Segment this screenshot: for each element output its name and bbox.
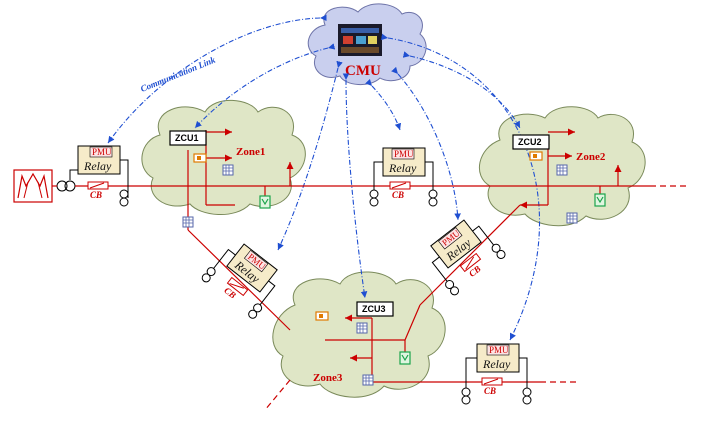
zone2-generator-icon (529, 151, 543, 161)
cb-label: CB (90, 190, 102, 200)
zone1-switch-icon (259, 195, 271, 209)
zone3-cloud (272, 271, 446, 398)
zone2-switch-icon (594, 193, 606, 207)
zone3-meter-icon (362, 374, 374, 386)
relay-unit-4[interactable]: PMU Relay CB (421, 213, 508, 297)
cb-label: CB (484, 386, 496, 396)
zcu2-box[interactable]: ZCU2 (512, 134, 550, 150)
relay-unit-2[interactable]: PMU Relay CB (369, 147, 438, 207)
zone1-meter-icon (182, 216, 194, 228)
relay-unit-5[interactable]: PMU Relay CB (461, 343, 532, 405)
pmu-label: PMU (394, 149, 414, 159)
relay-unit-1[interactable]: PMU Relay CB (69, 145, 129, 207)
zone1-label: Zone1 (236, 146, 265, 158)
pmu-label: PMU (489, 345, 509, 355)
zcu3-box[interactable]: ZCU3 (356, 301, 394, 317)
zone1-generator-icon (193, 153, 207, 163)
zone1-meter-icon (222, 164, 234, 176)
generation-source-icon (13, 169, 53, 203)
zone3-generator-icon (315, 311, 329, 321)
zcu3-label: ZCU3 (362, 304, 386, 314)
zone2-meter-icon (566, 212, 578, 224)
relay-label: Relay (388, 161, 417, 175)
relay-label: Relay (482, 357, 511, 371)
zcu1-label: ZCU1 (175, 133, 199, 143)
zcu2-label: ZCU2 (518, 137, 542, 147)
zcu1-box[interactable]: ZCU1 (169, 130, 207, 146)
communication-link-label: Communication Link (139, 55, 217, 94)
zone2-meter-icon (556, 164, 568, 176)
cmu-label: CMU (345, 63, 381, 79)
relay-label: Relay (83, 159, 112, 173)
zone2-label: Zone2 (576, 151, 606, 163)
pmu-label: PMU (92, 147, 112, 157)
zone3-meter-icon (356, 322, 368, 334)
zone3-label: Zone3 (313, 372, 343, 384)
cb-label: CB (392, 190, 404, 200)
power-lines (52, 128, 690, 411)
relay-unit-3[interactable]: PMU Relay CB (200, 236, 287, 321)
zone3-switch-icon (399, 351, 411, 365)
transformer-icon (56, 180, 76, 192)
